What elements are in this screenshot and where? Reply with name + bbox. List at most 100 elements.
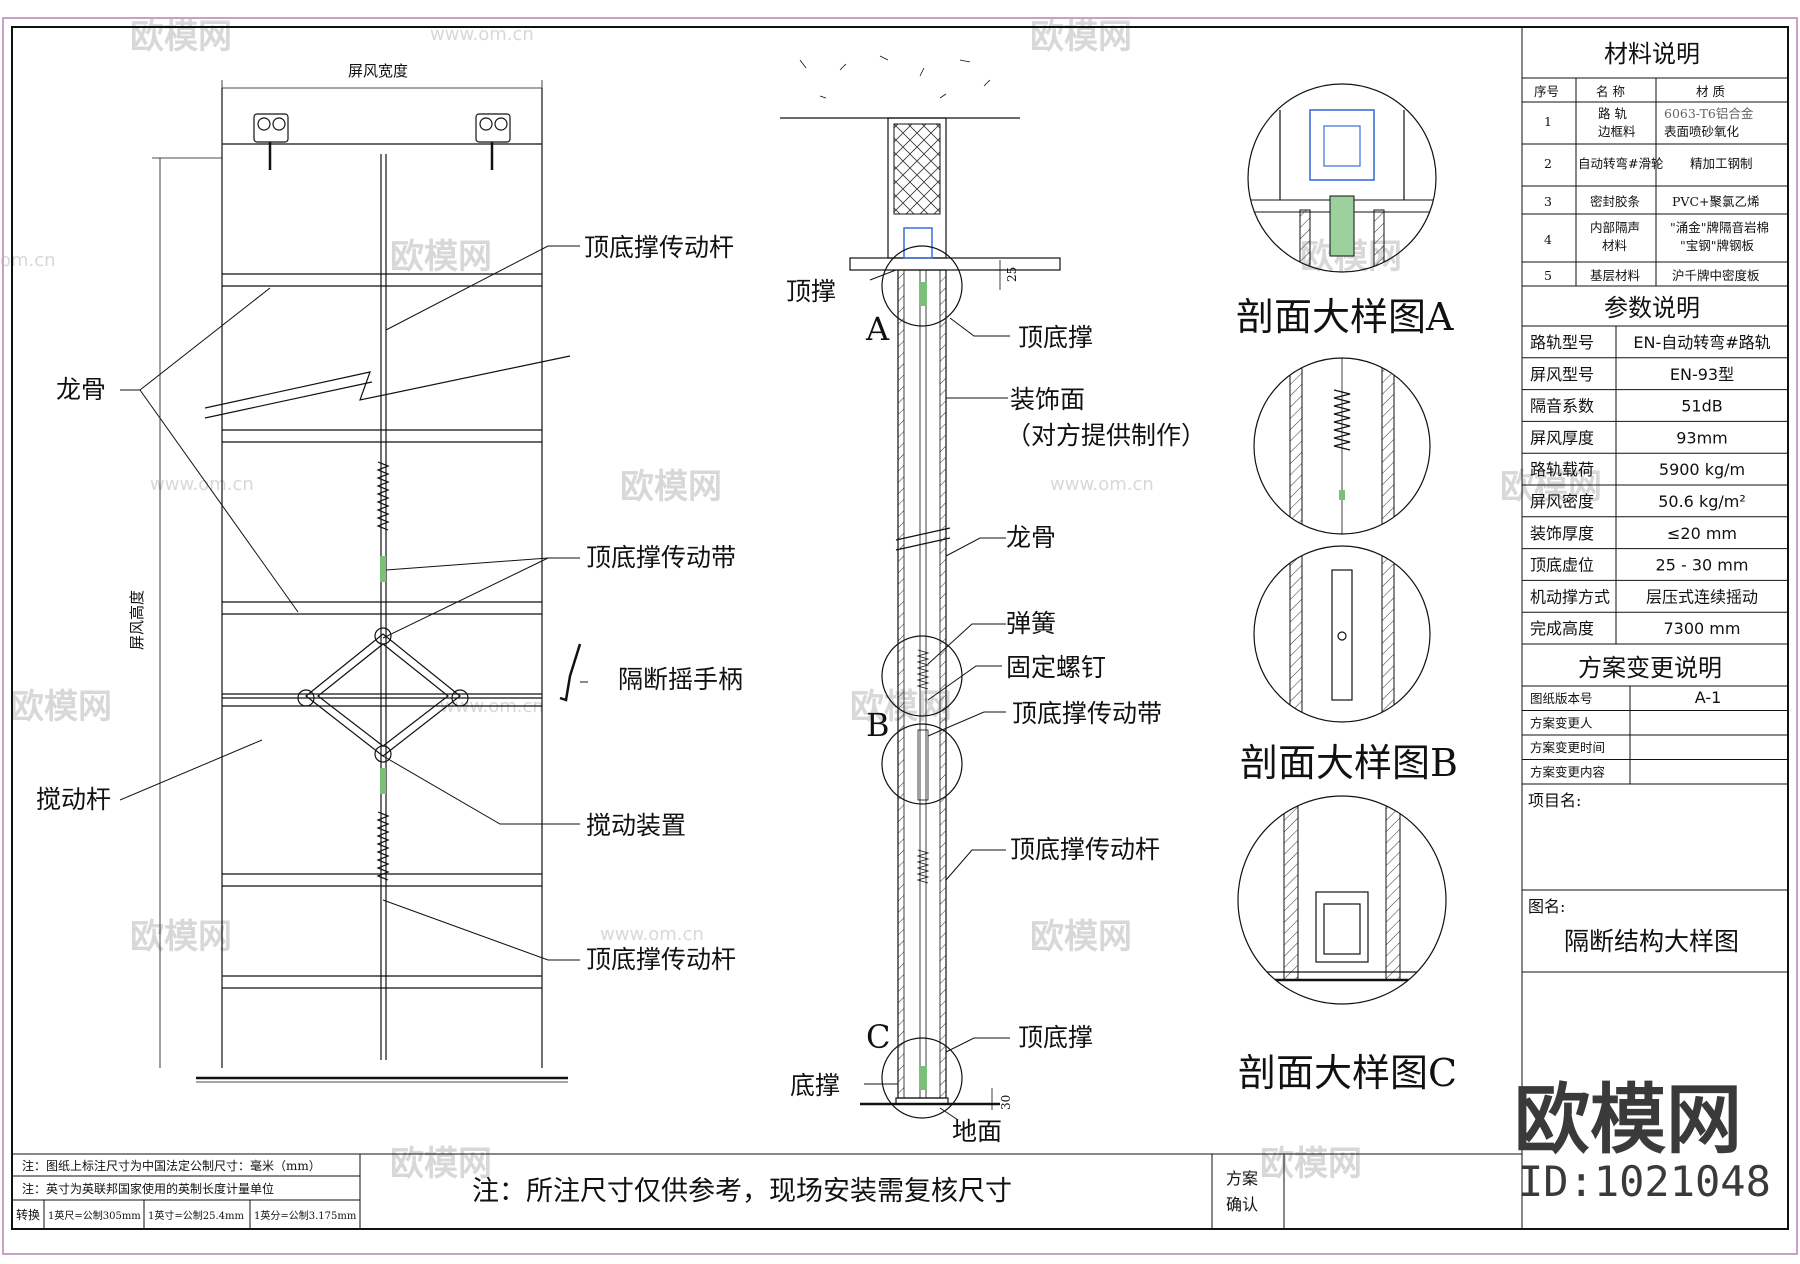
marker-b: B (866, 706, 890, 744)
param-label: 屏风型号 (1530, 365, 1594, 384)
mat-row-2-name: 自动转弯#滑轮 (1578, 156, 1663, 171)
mat-row-4-mat2: "宝钢"牌钢板 (1680, 238, 1754, 253)
dim-top: 25 (1005, 267, 1019, 282)
callout-ground: 地面 (952, 1117, 1002, 1146)
watermark-brand: 欧模网 (130, 917, 232, 957)
watermark-brand: 欧模网 (10, 687, 112, 727)
mat-row-4-mat: "涌金"牌隔音岩棉 (1670, 220, 1769, 235)
callout-decor: 装饰面 (1010, 385, 1085, 414)
mat-row-4-name2: 材料 (1602, 238, 1628, 253)
marker-circle-b2 (881, 723, 963, 805)
watermark-logo: 欧模网 (1514, 1075, 1742, 1164)
mat-row-1-mat2: 表面喷砂氧化 (1664, 124, 1740, 139)
convert-label: 转换 (16, 1207, 40, 1222)
footer-note-1: 注：图纸上标注尺寸为中国法定公制尺寸：毫米（mm） (22, 1158, 321, 1173)
width-label: 屏风宽度 (348, 62, 408, 80)
param-value: 93mm (1676, 428, 1728, 447)
footer-block: 注：图纸上标注尺寸为中国法定公制尺寸：毫米（mm） 注：英寸为英联邦国家使用的英… (12, 1153, 1522, 1229)
callout-rod-bottom: 顶底撑传动杆 (586, 945, 736, 974)
mat-row-5-name: 基层材料 (1590, 268, 1641, 283)
convert-inch: 1英寸=公制25.4mm (148, 1209, 244, 1222)
param-label: 装饰厚度 (1530, 524, 1594, 543)
mat-row-4-name: 内部隔声 (1590, 220, 1640, 235)
belt-segment (380, 556, 386, 582)
mat-row-2-mat: 精加工钢制 (1690, 156, 1753, 171)
handle-icon (559, 643, 582, 702)
detail-a-title: 剖面大样图A (1236, 295, 1454, 339)
param-label: 隔音系数 (1530, 397, 1594, 416)
mat-row-5-no: 5 (1544, 268, 1552, 283)
watermark-url: www.om.cn (430, 24, 534, 45)
belt-segment (380, 768, 386, 794)
panel-body (897, 269, 947, 1099)
change-label: 方案变更人 (1530, 716, 1593, 731)
param-value: 50.6 kg/m² (1658, 492, 1746, 511)
convert-fen: 1英分=公制3.175mm (254, 1209, 357, 1222)
detail-c-title: 剖面大样图C (1238, 1051, 1457, 1095)
callout-handle: 隔断摇手柄 (618, 665, 743, 694)
mat-row-1-no: 1 (1544, 114, 1552, 129)
callout-stir-rod: 搅动杆 (36, 785, 111, 814)
change-label: 图纸版本号 (1530, 691, 1593, 706)
mat-row-1-name2: 边框料 (1598, 124, 1636, 139)
param-value: EN-93型 (1670, 365, 1734, 384)
watermark-brand: 欧模网 (1260, 1144, 1362, 1184)
sheet-outer-border (2, 17, 1798, 1255)
watermark-brand: 欧模网 (130, 17, 232, 57)
callout-bottom-brace-right: 顶底撑 (1018, 1023, 1093, 1052)
callout-decor-note: （对方提供制作） (1006, 421, 1206, 450)
track-wheel-right (475, 113, 511, 170)
elevation-view: 屏风宽度 屏风高度 (36, 62, 743, 1083)
params-title: 参数说明 (1604, 294, 1700, 322)
drawing-name: 隔断结构大样图 (1564, 927, 1739, 956)
confirm-label-2: 确认 (1226, 1195, 1258, 1214)
change-label: 方案变更内容 (1530, 765, 1605, 780)
mat-row-1-name: 路 轨 (1598, 106, 1627, 121)
callout-screw: 固定螺钉 (1006, 653, 1106, 682)
param-value: EN-自动转弯#路轨 (1633, 333, 1770, 352)
callout-keel-section: 龙骨 (1006, 523, 1056, 552)
watermark-url: www.om.cn (1050, 474, 1154, 495)
callout-belt: 顶底撑传动带 (586, 543, 736, 572)
watermark-brand: 欧模网 (1500, 467, 1602, 507)
footer-main-note: 注：所注尺寸仅供参考，现场安装需复核尺寸 (472, 1176, 1012, 1207)
detail-b: 剖面大样图B (1240, 357, 1458, 785)
change-label: 方案变更时间 (1530, 740, 1605, 755)
param-label: 屏风密度 (1530, 492, 1594, 511)
mat-row-4-no: 4 (1544, 232, 1552, 247)
watermark-id: ID:1021048 (1518, 1157, 1771, 1206)
callout-keel: 龙骨 (56, 375, 106, 404)
mat-row-3-mat: PVC+聚氯乙烯 (1672, 194, 1759, 209)
watermark-brand: 欧模网 (1030, 917, 1132, 957)
callout-top-brace-left: 顶撑 (786, 277, 836, 306)
detail-a: 剖面大样图A (1236, 83, 1454, 339)
callout-top-brace: 顶底撑 (1018, 323, 1093, 352)
watermark-brand: 欧模网 (620, 467, 722, 507)
track-wheel-left (253, 113, 289, 170)
param-value: 7300 mm (1664, 619, 1741, 638)
footer-note-2: 注：英寸为英联邦国家使用的英制长度计量单位 (22, 1181, 274, 1196)
watermark-brand: 欧模网 (1030, 17, 1132, 57)
param-value: 层压式连续摇动 (1646, 587, 1758, 606)
param-label: 屏风厚度 (1530, 428, 1594, 447)
param-value: ≤20 mm (1667, 524, 1737, 543)
confirm-label-1: 方案 (1226, 1169, 1258, 1188)
mat-row-3-no: 3 (1544, 194, 1552, 209)
changes-title: 方案变更说明 (1578, 654, 1722, 682)
height-label: 屏风高度 (128, 590, 146, 650)
callout-stir-device: 搅动装置 (586, 811, 686, 840)
spring-upper (376, 461, 390, 531)
mat-row-1-mat: 6063-T6铝合金 (1664, 106, 1754, 121)
title-block: 材料说明 序号 名 称 材 质 1 路 轨 边框料 6063-T6铝合金 表面喷… (1521, 27, 1788, 1229)
watermark-url: om.cn (0, 250, 56, 271)
materials-title: 材料说明 (1604, 40, 1700, 68)
materials-header-mat: 材 质 (1696, 84, 1725, 99)
mat-row-2-no: 2 (1544, 156, 1552, 171)
watermark-url: www.om.cn (150, 474, 254, 495)
watermark-layer: 欧模网 www.om.cn 欧模网 欧模网 om.cn 欧模网 欧模网 www.… (0, 17, 1602, 1184)
project-label: 项目名: (1528, 791, 1581, 810)
